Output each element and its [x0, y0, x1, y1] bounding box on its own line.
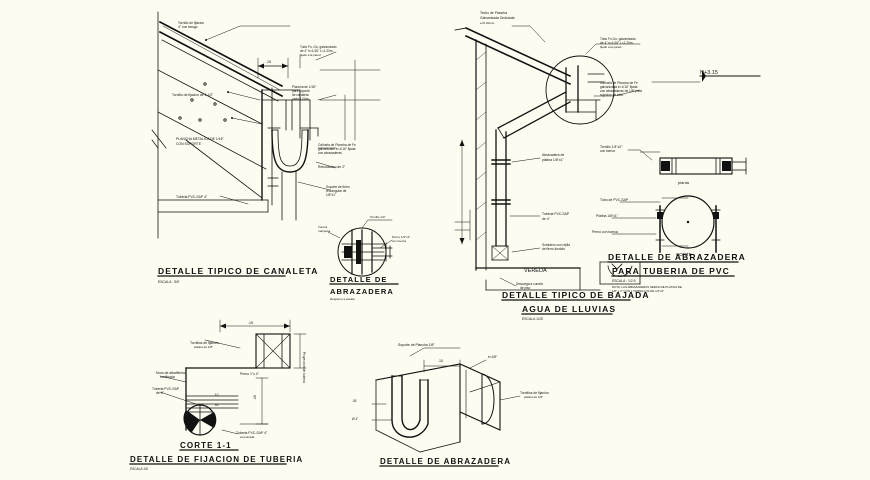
note-bajada-5: Sumidero con rejilla: [542, 243, 570, 247]
dim-fij-20: .20: [253, 395, 257, 400]
label-corte: CORTE: [676, 252, 692, 257]
note-bajada-2: Cañuela de Plancha de Fe: [600, 81, 638, 85]
note-bajada-4b: de 4": [542, 217, 551, 221]
note-bajada-7b: de piso: [520, 286, 531, 290]
note-fij-2: Muro de albañileria: [156, 371, 185, 375]
label-planta: planta: [678, 180, 690, 185]
note-canaleta-1: Tornillo de fijacion de 1.1/2": [172, 93, 214, 97]
note-bajada-0b: Galvanizada Ondulada: [480, 16, 515, 20]
note-canaleta-4c: fijado a la pared: [300, 53, 321, 57]
note-fij-4b: empotrada: [240, 435, 255, 439]
note-bajada-3: Abrazadera de: [542, 153, 564, 157]
note-abz-pvc-bottom-1: NOTA: LAS ABRAZADERAS SERAN DE PLATINA D…: [612, 285, 682, 289]
note-abz-2: Perno 1/4"x1": [392, 235, 410, 239]
note-fij-proj: Proyeccion de tuberia: [302, 352, 306, 383]
note-abzpvc-2: Perno con tuerca: [592, 230, 618, 234]
note-canaleta-7: Rebosadero de 2": [318, 165, 346, 169]
note-bajada-2d: sujecion de tubo: [600, 93, 623, 97]
note-fij-3: Tuberia PVC-SAP: [152, 387, 180, 391]
label-vereda: VEREDA: [524, 268, 547, 274]
note-fij-2b: confinada: [160, 375, 175, 379]
dim-fij-10: .10: [214, 393, 219, 397]
title-abz-pvc-1: DETALLE DE ABRAZADERA: [608, 252, 746, 262]
note-abzpvc-a: Tornillo 1/4"x2": [600, 145, 623, 149]
note-bajada-0c: e=0.40mm.: [480, 21, 495, 25]
note-bajada-7: Descarga a cuneta: [516, 282, 543, 286]
note-canaleta-8c: 1/8"x1": [326, 193, 336, 197]
note-canaleta-2: PLANCHA METALICA DE 1/16": [176, 137, 224, 141]
note-abz-pvc-bottom-2: 1/8" x 1" CON 2 TORNILLOS DE 1/4"x2": [612, 289, 664, 293]
title-bajada-2: AGUA DE LLUVIAS: [522, 304, 616, 314]
scale-abz-pvc: ESCALA : 1/2.5: [612, 279, 636, 283]
note-abz-0b: mariposa: [318, 229, 331, 233]
note-canaleta-5d: cada 1.00m.: [292, 97, 310, 101]
dim-iso-10: .10: [438, 359, 443, 363]
note-canaleta-2b: CON SOPORTE: [176, 142, 202, 146]
detail-abrazadera-pvc-geometry: [607, 149, 747, 277]
note-abz-3: Despiece a escala: [330, 297, 355, 301]
note-abzpvc-0: Tubo de PVC-SAP: [600, 198, 629, 202]
note-fij-3b: de 4": [156, 391, 165, 395]
note-canaleta-6b: galvanizado e=1/16" fijada: [318, 147, 356, 151]
note-bajada-1c: fijado a la pared: [600, 45, 622, 49]
note-canaleta-5b: para soporte: [292, 89, 310, 93]
scale-bajada: ESCALA 1/25: [522, 317, 543, 321]
note-canaleta-5: Plancha de 1/16": [292, 85, 316, 89]
note-bajada-2b: galvanizada e=1/16" fijada: [600, 85, 638, 89]
dim-canaleta-15: .15: [266, 60, 271, 64]
note-bajada-1b: de 4" e=1/16" L=1.20m.: [600, 41, 634, 45]
note-abz-1: Tornillo 1/4": [370, 215, 386, 219]
note-iso-3b: platina de 1/8": [524, 395, 543, 399]
note-canaleta-3: Tuberia PVC-SAP 4": [176, 195, 208, 199]
title-bajada-1: DETALLE TIPICO DE BAJADA: [502, 290, 650, 300]
detail-bajada-geometry: [454, 25, 761, 315]
detail-fijacion-geometry: [129, 319, 307, 465]
detail-canaleta-geometry: [151, 11, 381, 277]
note-canaleta-4b: de 4" e=1/16" L=1.20m.: [300, 49, 334, 53]
note-bajada-1: Tubo Fo.Go. galvanizado: [600, 37, 636, 41]
dim-fij-05: .05: [214, 403, 219, 407]
dim-fij-15: .15: [248, 321, 253, 325]
note-abz-0: Tuerca: [318, 225, 328, 229]
title-canaleta: DETALLE TIPICO DE CANALETA: [158, 266, 319, 276]
level-mark-bajada: N+3.15: [700, 70, 718, 76]
note-iso-2: e=1/8": [488, 355, 497, 359]
title-fijacion-1: CORTE 1-1: [180, 441, 232, 450]
scale-canaleta: ESCALA : S/E: [158, 280, 180, 284]
note-canaleta-4: Tubo Fo. Go. galvanizado: [300, 45, 337, 49]
title-abz-pvc-2: PARA TUBERIA DE PVC: [612, 266, 730, 276]
title-abrazadera-2: ABRAZADERA: [330, 287, 394, 296]
note-bajada-3b: platina 1/8"x1": [542, 158, 564, 162]
note-bajada-0: Techo de Plancha: [480, 11, 507, 15]
title-abz-iso: DETALLE DE ABRAZADERA: [380, 457, 511, 466]
note-fij-1: Perno 1"x 4": [240, 372, 260, 376]
note-canaleta-0: Tornillo de fijacion: [178, 21, 204, 25]
note-canaleta-6c: con abrazaderas: [318, 151, 342, 155]
note-canaleta-8b: rectangular de: [326, 189, 347, 193]
note-bajada-2c: con abrazaderas de 1/8" para: [600, 89, 642, 93]
note-bajada-5b: de fierro fundido: [542, 247, 565, 251]
note-fij-0b: platina de 1/8": [194, 345, 213, 349]
note-iso-5: Ø 4": [352, 417, 358, 421]
note-canaleta-6: Cañuela de Plancha de Fe: [318, 143, 356, 147]
note-canaleta-0b: 4" con tarugo: [178, 25, 198, 29]
note-iso-3: Tornillos de fijacion: [520, 391, 549, 395]
detail-abrazadera-circle-geometry: [327, 219, 399, 285]
title-fijacion-2: DETALLE DE FIJACION DE TUBERIA: [130, 455, 303, 464]
scale-fijacion: ESCALA 1/5: [130, 467, 148, 471]
note-abz-2b: con tuerca: [392, 239, 406, 243]
note-canaleta-5c: de canaleta: [292, 93, 309, 97]
note-abzpvc-a2: con tuerca: [600, 149, 615, 153]
note-abzpvc-1: Platina 1/8"x1": [596, 214, 619, 218]
title-abrazadera-1: DETALLE DE: [330, 275, 388, 284]
note-bajada-4: Tuberia PVC-SAP: [542, 212, 570, 216]
note-canaleta-8: Soporte de fierro: [326, 185, 350, 189]
detail-abrazadera-iso-geometry: [371, 347, 521, 467]
note-fij-4: Tuberia PVC-SAP 4": [236, 431, 268, 435]
dim-iso-05: .05: [352, 399, 357, 403]
note-iso-0: Soporte de Plancha 1/8": [398, 343, 435, 347]
note-fij-0: Tornillos de fijacion: [190, 341, 219, 345]
